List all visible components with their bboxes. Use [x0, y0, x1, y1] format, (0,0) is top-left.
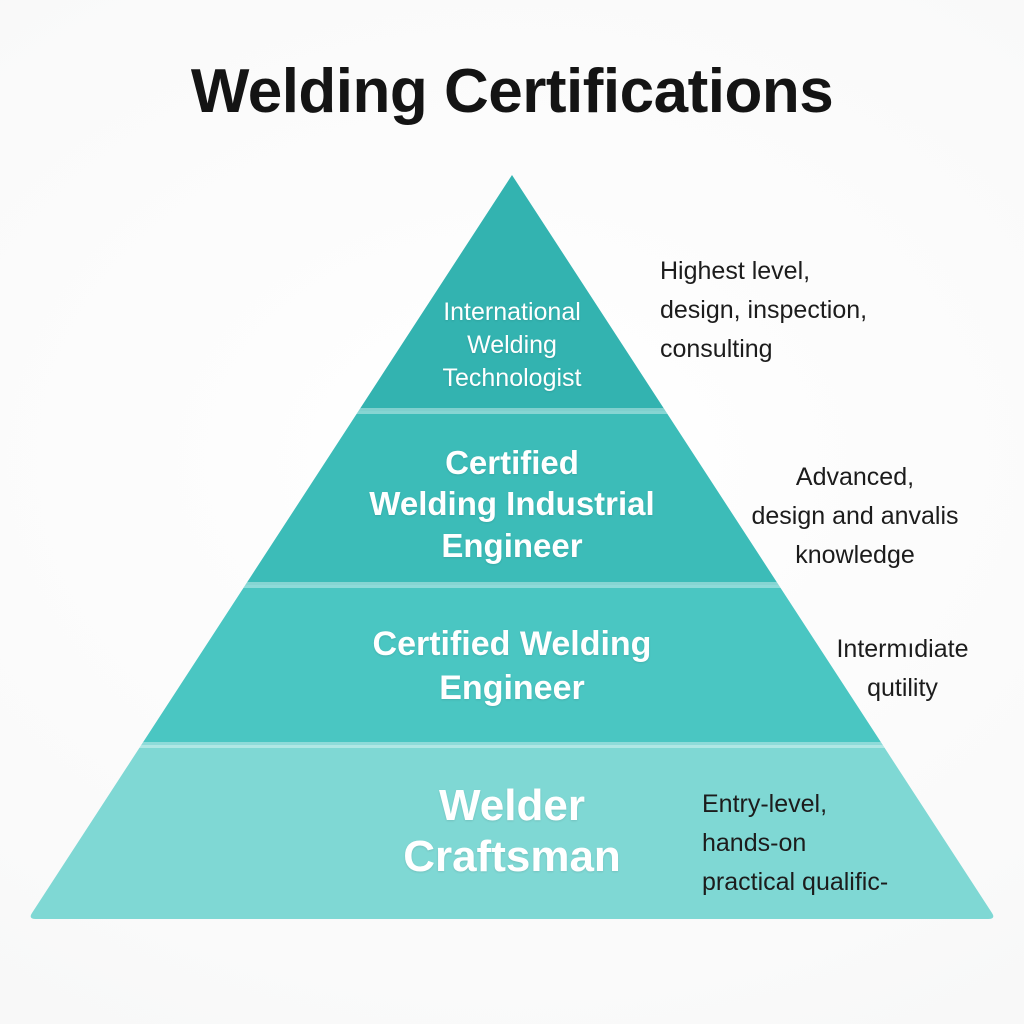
pyramid-tier-3-label: Certified Welding Engineer — [372, 625, 652, 708]
pyramid-tier-2-annotation: Advanced, design and anvalis knowledge — [751, 463, 959, 569]
pyramid-divider-3 — [30, 742, 994, 748]
pyramid-tier-3-annotation: Intermıdiate qutility — [836, 635, 969, 702]
pyramid-tier-4-label: Welder Craftsman — [403, 781, 621, 882]
pyramid-divider-2 — [30, 582, 994, 588]
pyramid-tier-1-annotation: Highest level, design, inspection, consu… — [660, 257, 868, 363]
pyramid-tier-4-band — [30, 745, 994, 919]
page-title: Welding Certifications — [190, 57, 834, 126]
pyramid-tier-4-annotation: Entry-level, hands-on practical qualific… — [702, 790, 889, 896]
pyramid-tier-1-label: International Welding Technologist — [442, 298, 582, 392]
pyramid-tier-2-label: Certified Welding Industrial Engineer — [369, 444, 655, 564]
pyramid-divider-1 — [30, 408, 994, 414]
